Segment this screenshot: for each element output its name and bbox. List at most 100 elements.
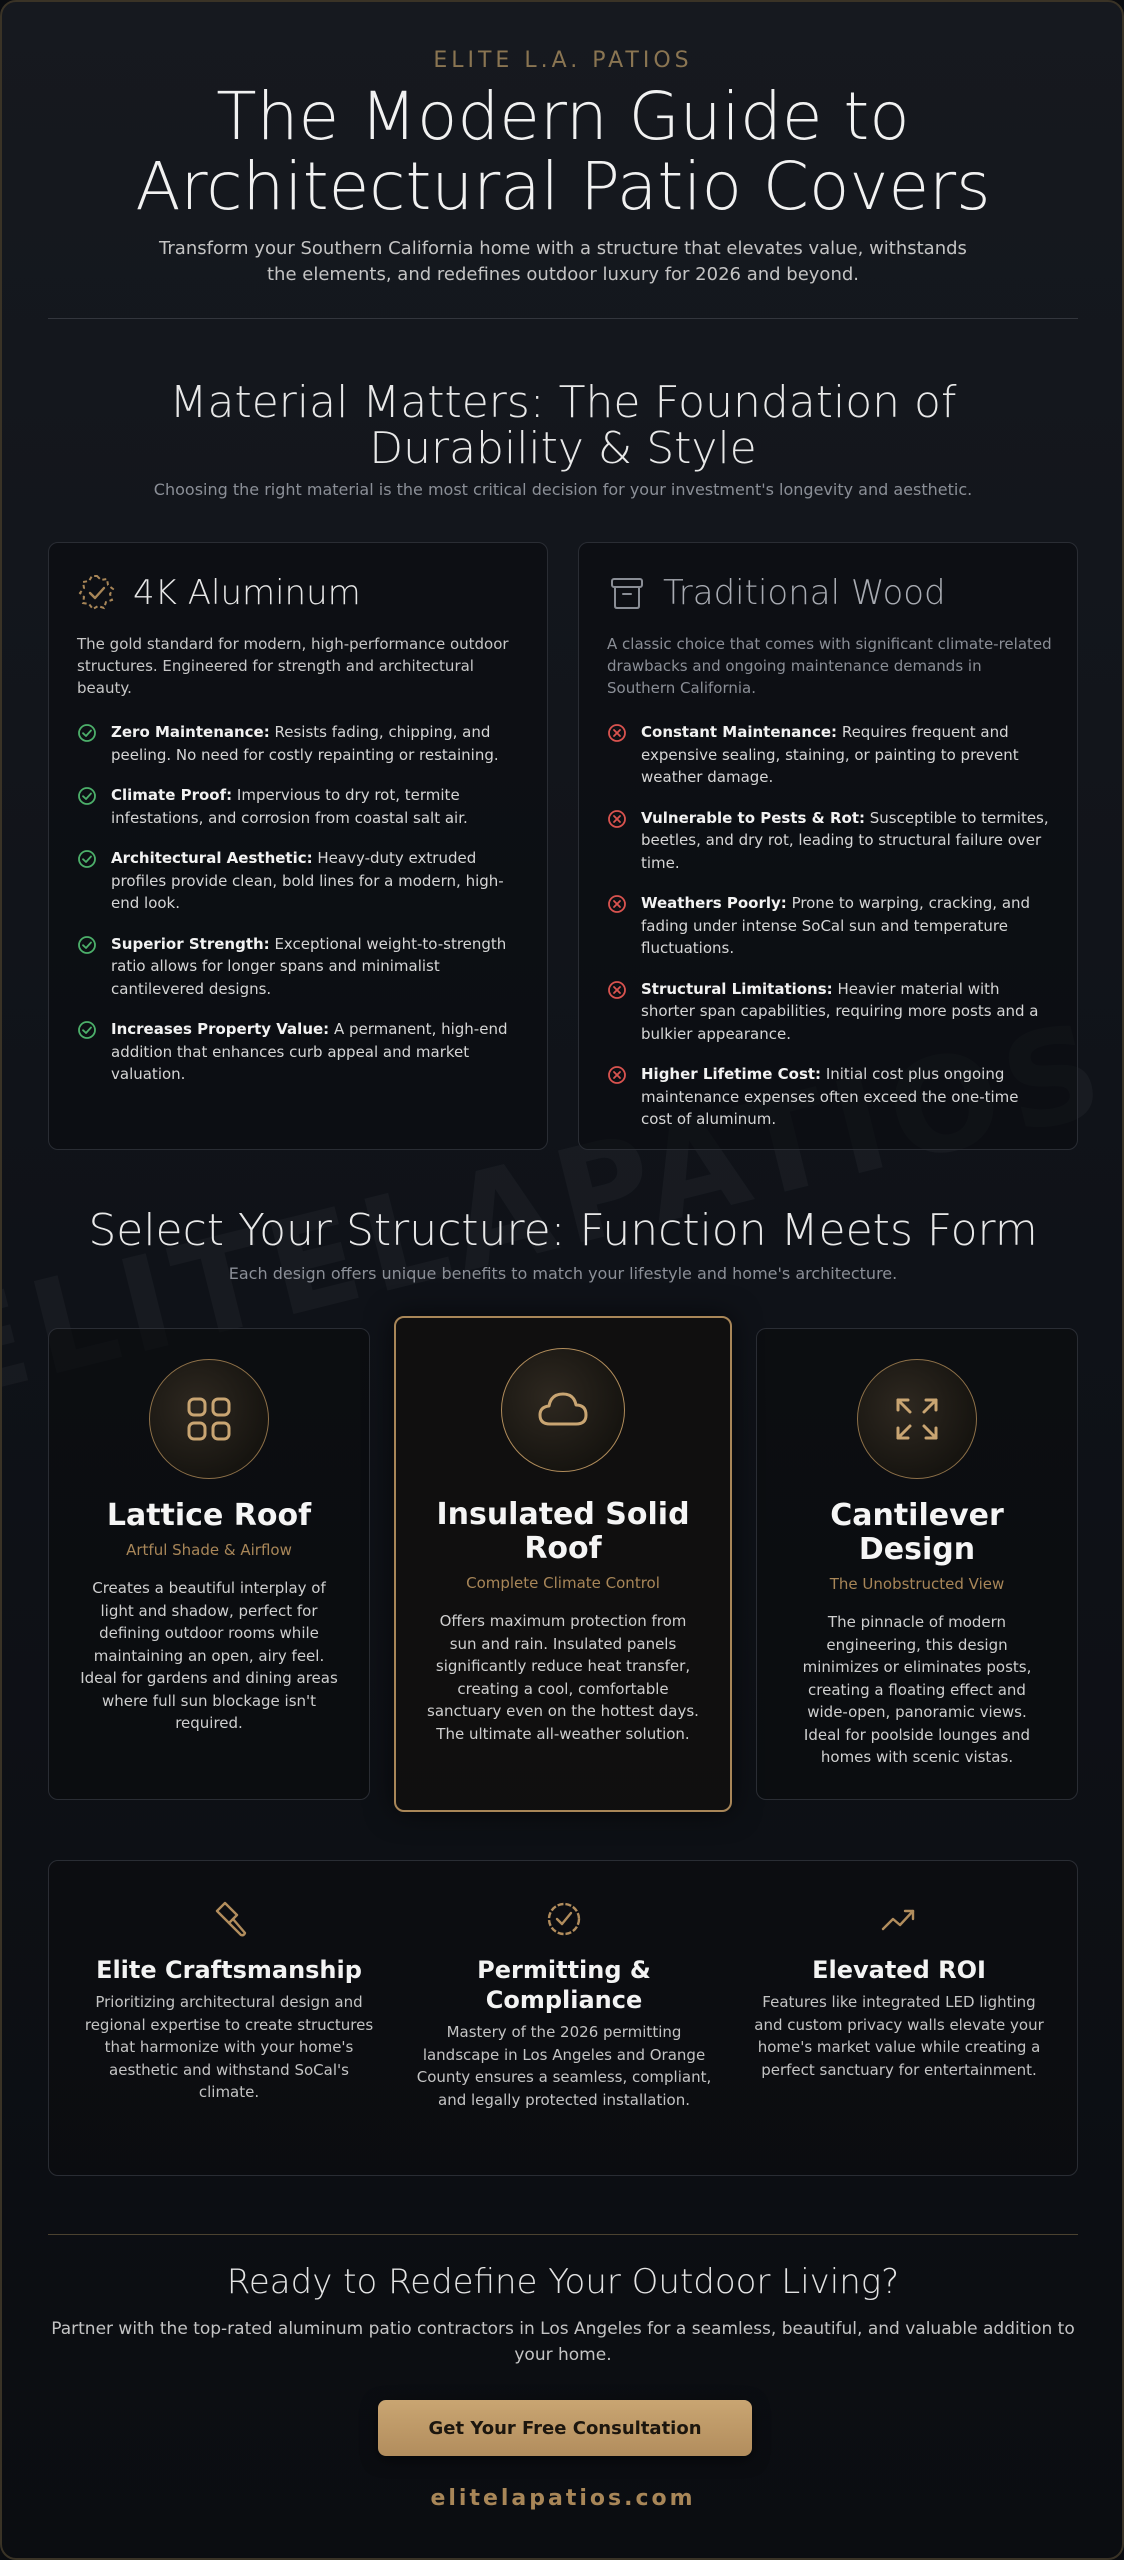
badge-check-icon <box>78 575 115 611</box>
check-circle-icon <box>78 935 96 954</box>
x-circle-icon <box>608 724 626 742</box>
feature-text: Architectural Aesthetic: Heavy-duty extr… <box>111 847 523 915</box>
x-circle-icon <box>608 980 626 999</box>
wood-card: Traditional Wood A classic choice that c… <box>578 542 1078 1150</box>
page-title: The Modern Guide to Architectural Patio … <box>135 78 991 225</box>
feature-label: Climate Proof: <box>111 786 233 804</box>
seal-check-icon <box>547 1902 581 1936</box>
benefit-item: Architectural Aesthetic: Heavy-duty extr… <box>77 847 523 915</box>
feature-text: Structural Limitations: Heavier material… <box>641 978 1053 1046</box>
structure-description: The pinnacle of modern engineering, this… <box>802 1613 1032 1766</box>
free-consultation-button[interactable]: Get Your Free Consultation <box>378 2400 752 2456</box>
wood-description: A classic choice that comes with signifi… <box>607 635 1052 697</box>
archive-box-icon <box>611 578 643 609</box>
aluminum-card-header: 4K Aluminum <box>77 573 361 613</box>
check-circle-icon <box>78 787 96 805</box>
benefit-craftsmanship: Elite Craftsmanship Prioritizing archite… <box>79 1899 379 2104</box>
benefit-item: Climate Proof: Impervious to dry rot, te… <box>77 784 523 829</box>
feature-detail: Susceptible to termites, beetles, and dr… <box>641 808 1049 872</box>
feature-detail: Requires frequent and expensive sealing,… <box>641 723 1019 786</box>
divider <box>48 2234 1078 2235</box>
feature-text: Weathers Poorly: Prone to warping, crack… <box>641 892 1053 960</box>
benefit-description: Prioritizing architectural design and re… <box>84 1993 374 2101</box>
structure-tagline: Complete Climate Control <box>466 1574 660 1592</box>
benefit-title: Permitting & Compliance <box>477 1956 651 2014</box>
drawback-item: Vulnerable to Pests & Rot: Susceptible t… <box>607 807 1053 875</box>
feature-detail: Initial cost plus ongoing maintenance ex… <box>641 1065 1019 1128</box>
feature-text: Constant Maintenance: Requires frequent … <box>641 721 1053 789</box>
wood-card-header: Traditional Wood <box>607 573 946 613</box>
website-link[interactable]: elitelapatios.com <box>430 2486 696 2511</box>
feature-label: Weathers Poorly: <box>641 894 787 912</box>
feature-label: Increases Property Value: <box>111 1020 330 1038</box>
structure-title: Insulated Solid Roof <box>436 1497 690 1566</box>
feature-text: Zero Maintenance: Resists fading, chippi… <box>111 721 523 766</box>
structure-tagline: Artful Shade & Airflow <box>126 1541 292 1559</box>
structure-card-insulated[interactable]: Insulated Solid Roof Complete Climate Co… <box>394 1316 732 1812</box>
benefit-item: Superior Strength: Exceptional weight-to… <box>77 933 523 1001</box>
aluminum-description: The gold standard for modern, high-perfo… <box>77 635 509 697</box>
feature-label: Higher Lifetime Cost: <box>641 1065 822 1083</box>
benefit-item: Increases Property Value: A permanent, h… <box>77 1018 523 1086</box>
feature-detail: Heavy-duty extruded profiles provide cle… <box>111 849 504 912</box>
structure-card-cantilever[interactable]: Cantilever Design The Unobstructed View … <box>756 1328 1078 1800</box>
structure-title: Cantilever Design <box>830 1498 1004 1567</box>
structure-tagline: The Unobstructed View <box>829 1575 1005 1593</box>
structure-description: Creates a beautiful interplay of light a… <box>80 1579 338 1732</box>
feature-label: Constant Maintenance: <box>641 723 838 741</box>
trending-up-icon <box>881 1909 915 1931</box>
structure-icon-wrap <box>149 1359 269 1479</box>
cloud-icon <box>538 1392 588 1426</box>
feature-detail: Heavier material with shorter span capab… <box>641 979 1039 1043</box>
feature-text: Higher Lifetime Cost: Initial cost plus … <box>641 1063 1053 1131</box>
feature-detail: A permanent, high-end addition that enha… <box>111 1020 508 1083</box>
check-circle-icon <box>78 1021 96 1039</box>
wood-feature-list: Constant Maintenance: Requires frequent … <box>607 721 1053 1149</box>
x-circle-icon <box>608 809 626 828</box>
drawback-item: Higher Lifetime Cost: Initial cost plus … <box>607 1063 1053 1131</box>
x-circle-icon <box>608 1066 626 1084</box>
feature-label: Structural Limitations: <box>641 979 833 998</box>
structure-icon-wrap <box>857 1359 977 1479</box>
feature-detail: Prone to warping, cracking, and fading u… <box>641 894 1031 957</box>
feature-text: Increases Property Value: A permanent, h… <box>111 1018 523 1086</box>
benefit-description: Features like integrated LED lighting an… <box>754 1993 1044 2079</box>
benefit-title: Elevated ROI <box>812 1956 986 1984</box>
expand-arrows-icon <box>896 1398 938 1440</box>
structure-description: Offers maximum protection from sun and r… <box>427 1612 699 1743</box>
aluminum-title: 4K Aluminum <box>133 573 361 613</box>
wood-title: Traditional Wood <box>663 573 946 613</box>
structures-subtitle: Each design offers unique benefits to ma… <box>228 1264 898 1283</box>
feature-label: Superior Strength: <box>111 934 270 953</box>
drawback-item: Weathers Poorly: Prone to warping, crack… <box>607 892 1053 960</box>
x-circle-icon <box>608 895 626 913</box>
materials-subtitle: Choosing the right material is the most … <box>153 480 973 499</box>
drawback-item: Structural Limitations: Heavier material… <box>607 978 1053 1046</box>
aluminum-feature-list: Zero Maintenance: Resists fading, chippi… <box>77 721 523 1104</box>
benefit-item: Zero Maintenance: Resists fading, chippi… <box>77 721 523 766</box>
structures-title: Select Your Structure: Function Meets Fo… <box>88 1205 1038 1256</box>
brand-name: ELITE L.A. PATIOS <box>433 48 693 73</box>
feature-text: Superior Strength: Exceptional weight-to… <box>111 933 523 1001</box>
aluminum-card: 4K Aluminum The gold standard for modern… <box>48 542 548 1150</box>
materials-title: Material Matters: The Foundation of Dura… <box>169 377 957 474</box>
cta-subtitle: Partner with the top-rated aluminum pati… <box>51 2319 1075 2365</box>
feature-detail: Resists fading, chipping, and peeling. N… <box>111 723 499 764</box>
structure-title: Lattice Roof <box>106 1498 312 1533</box>
benefit-description: Mastery of the 2026 permitting landscape… <box>416 2023 712 2109</box>
page-subtitle: Transform your Southern California home … <box>159 238 967 285</box>
feature-text: Climate Proof: Impervious to dry rot, te… <box>111 784 523 829</box>
benefit-permitting: Permitting & Compliance Mastery of the 2… <box>414 1899 714 2111</box>
cta-title: Ready to Redefine Your Outdoor Living? <box>226 2262 900 2302</box>
hammer-icon <box>215 1901 247 1937</box>
feature-label: Vulnerable to Pests & Rot: <box>641 808 865 827</box>
feature-label: Architectural Aesthetic: <box>111 849 313 867</box>
benefit-title: Elite Craftsmanship <box>96 1956 362 1984</box>
structure-icon-wrap <box>501 1348 625 1472</box>
feature-detail: Impervious to dry rot, termite infestati… <box>111 786 468 827</box>
drawback-item: Constant Maintenance: Requires frequent … <box>607 721 1053 789</box>
structure-card-lattice[interactable]: Lattice Roof Artful Shade & Airflow Crea… <box>48 1328 370 1800</box>
divider <box>48 318 1078 319</box>
benefits-panel: Elite Craftsmanship Prioritizing archite… <box>48 1860 1078 2176</box>
